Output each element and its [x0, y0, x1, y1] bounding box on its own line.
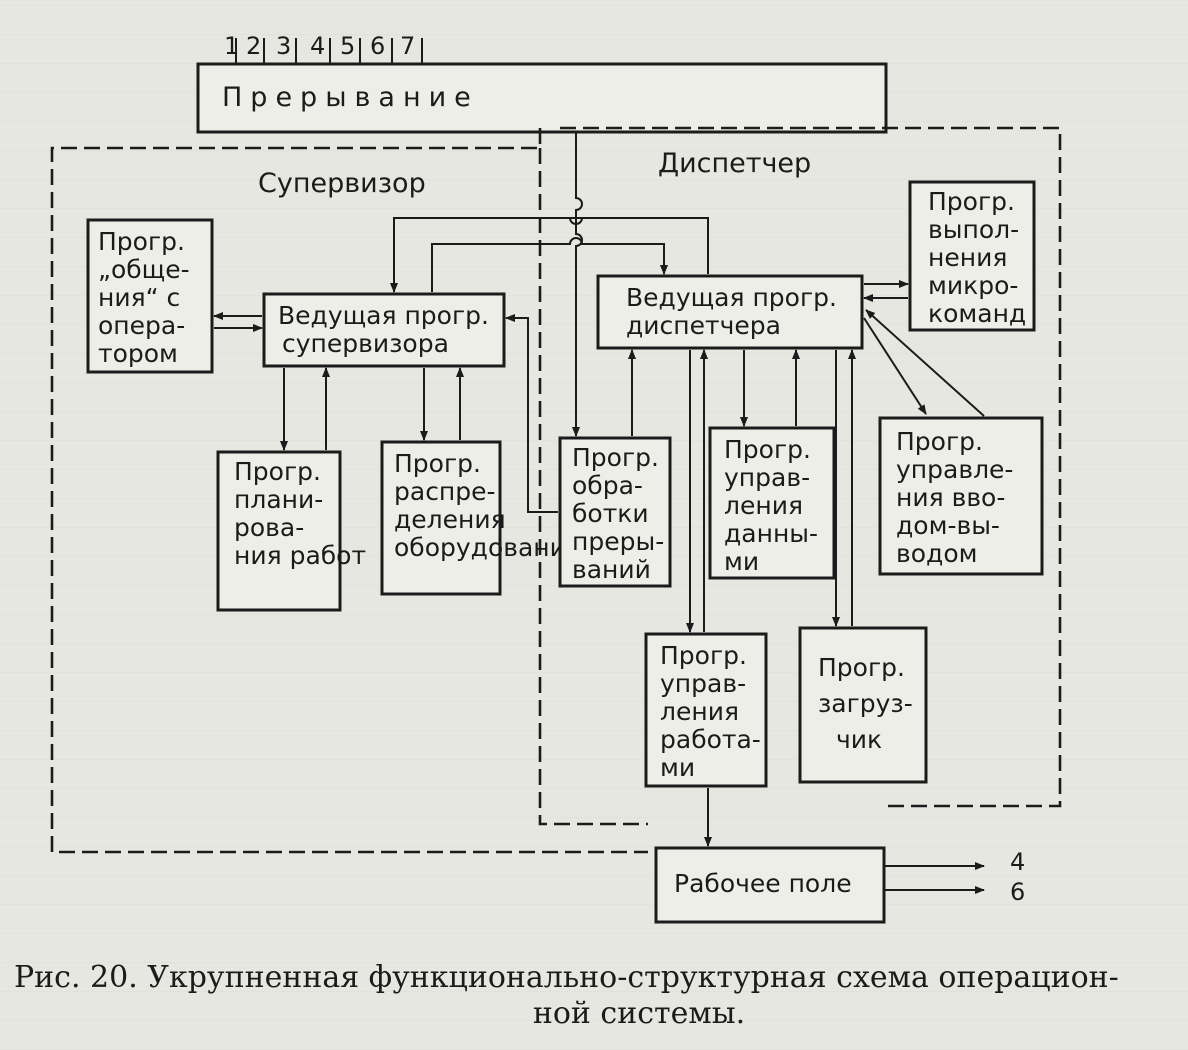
allocation-line-4: оборудования	[394, 533, 581, 562]
operator-comm-line-4: опера-	[98, 311, 185, 340]
equipment-allocation-box	[380, 440, 502, 596]
io-control-line-3: ния вво-	[896, 483, 1005, 512]
input-label-6: 6	[370, 32, 385, 60]
loader-line-3: чик	[836, 725, 882, 754]
operator-comm-line-5: тором	[98, 339, 178, 368]
supervisor-boundary	[50, 128, 648, 854]
io-control-line-2: управле-	[896, 455, 1013, 484]
job-control-line-3: ления	[660, 697, 739, 726]
io-control-line-5: водом	[896, 539, 977, 568]
interrupt-box-label: Прерывание	[222, 82, 479, 113]
interrupt-proc-line-1: Прогр.	[572, 443, 659, 472]
disp-to-sup-loop	[390, 217, 709, 293]
interrupt-inputs: 1 2 3 4 5 6 7	[224, 32, 426, 83]
work-area-label: Рабочее поле	[674, 869, 852, 898]
io-control-line-1: Прогр.	[896, 427, 983, 456]
operator-comm-box	[86, 218, 214, 374]
job-planning-line-3: рова-	[234, 513, 304, 542]
operator-comm-line-1: Прогр.	[98, 227, 185, 256]
data-mgmt-line-3: ления	[724, 491, 803, 520]
caption-line-1: Рис. 20. Укрупненная функционально-струк…	[14, 960, 1119, 995]
loader-line-1: Прогр.	[818, 653, 905, 682]
data-management-box	[708, 426, 836, 580]
processing-to-sup	[505, 314, 558, 513]
supervisor-lead-line-2: супервизора	[282, 329, 449, 358]
interrupt-processing-box	[558, 436, 672, 588]
interrupt-to-processing	[572, 132, 583, 437]
caption-line-2: ной системы.	[532, 996, 746, 1031]
interrupt-proc-line-2: обра-	[572, 471, 643, 500]
work-area-box	[654, 846, 886, 924]
interrupt-proc-line-4: преры-	[572, 527, 664, 556]
job-control-line-5: ми	[660, 753, 695, 782]
operator-comm-line-3: ния“ с	[98, 283, 180, 312]
supervisor-dispatcher-divider	[538, 148, 648, 826]
microcommands-line-1: Прогр.	[928, 187, 1015, 216]
allocation-line-3: деления	[394, 505, 506, 534]
job-control-line-4: работа-	[660, 725, 761, 754]
job-control-line-2: управ-	[660, 669, 746, 698]
io-to-disp	[865, 309, 985, 417]
input-label-7: 7	[400, 32, 415, 60]
microcommands-box	[908, 180, 1036, 332]
disp-to-io	[863, 317, 927, 415]
data-mgmt-line-5: ми	[724, 547, 759, 576]
job-control-box	[644, 632, 768, 788]
supervisor-lead-box	[262, 292, 506, 368]
operator-comm-line-2: „обще-	[98, 255, 190, 284]
microcommands-line-3: нения	[928, 243, 1007, 272]
interrupt-proc-line-5: ваний	[572, 555, 651, 584]
supervisor-lead-line-1: Ведущая прогр.	[278, 301, 489, 330]
job-planning-line-4: ния работ	[234, 541, 366, 570]
dispatcher-title: Диспетчер	[658, 148, 811, 179]
loader-box	[798, 626, 928, 784]
figure-caption: Рис. 20. Укрупненная функционально-струк…	[14, 960, 1174, 1032]
dispatcher-lead-box	[596, 274, 864, 350]
input-label-5: 5	[340, 32, 355, 60]
allocation-line-2: распре-	[394, 477, 496, 506]
dispatcher-boundary-outer	[560, 126, 1062, 808]
io-control-box	[878, 416, 1044, 576]
output-label-4: 4	[1010, 848, 1025, 876]
sup-to-disp-loop	[431, 237, 668, 292]
microcommands-line-5: команд	[928, 299, 1026, 328]
input-label-4: 4	[310, 32, 325, 60]
microcommands-line-2: выпол-	[928, 215, 1019, 244]
microcommands-line-4: микро-	[928, 271, 1018, 300]
data-mgmt-line-2: управ-	[724, 463, 810, 492]
interrupt-box	[196, 62, 888, 134]
job-planning-line-2: плани-	[234, 485, 323, 514]
supervisor-title: Супервизор	[258, 168, 426, 199]
output-label-6: 6	[1010, 878, 1025, 906]
connectors	[213, 132, 985, 847]
input-label-3: 3	[276, 32, 291, 60]
interrupt-proc-line-3: ботки	[572, 499, 649, 528]
dispatcher-lead-line-1: Ведущая прогр.	[626, 283, 837, 312]
job-planning-line-1: Прогр.	[234, 457, 321, 486]
job-control-line-1: Прогр.	[660, 641, 747, 670]
allocation-line-1: Прогр.	[394, 449, 481, 478]
dispatcher-lead-line-2: диспетчера	[626, 311, 781, 340]
data-mgmt-line-1: Прогр.	[724, 435, 811, 464]
data-mgmt-line-4: данны-	[724, 519, 818, 548]
loader-line-2: загруз-	[818, 689, 913, 718]
input-label-1: 1	[224, 32, 239, 60]
io-control-line-4: дом-вы-	[896, 511, 1000, 540]
job-planning-box	[216, 450, 342, 612]
input-label-2: 2	[246, 32, 261, 60]
